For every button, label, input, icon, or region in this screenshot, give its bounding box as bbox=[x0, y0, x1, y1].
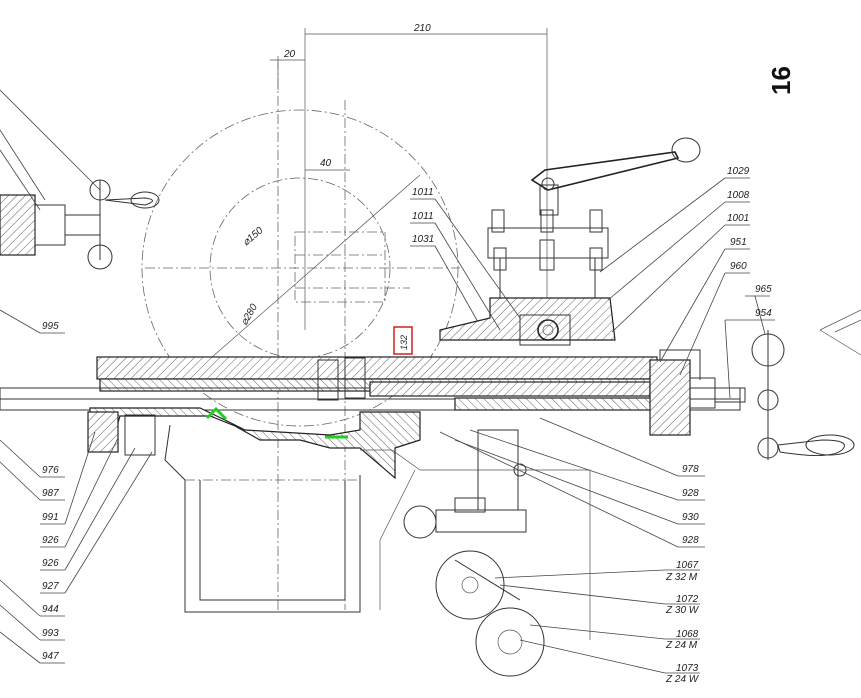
callout-1068-spec: Z 24 M bbox=[665, 640, 698, 651]
callout-960: 960 bbox=[730, 261, 747, 272]
dimension-210-label: 210 bbox=[413, 23, 431, 34]
callout-954: 954 bbox=[755, 308, 772, 319]
callout-928-b: 928 bbox=[682, 535, 699, 546]
callout-1011-b: 1011 bbox=[412, 211, 434, 222]
callout-976: 976 bbox=[42, 465, 59, 476]
highlight-box bbox=[393, 326, 413, 355]
callout-1001: 1001 bbox=[727, 213, 749, 224]
diameter-280-label: ⌀280 bbox=[239, 302, 260, 328]
callout-930: 930 bbox=[682, 512, 699, 523]
highlight-chevron bbox=[205, 406, 228, 421]
callout-1031: 1031 bbox=[412, 234, 434, 245]
dimension-40-label: 40 bbox=[320, 158, 332, 169]
left-handwheel bbox=[0, 179, 160, 270]
callout-978: 978 bbox=[682, 464, 699, 475]
apron-gears bbox=[403, 429, 545, 677]
tool-post bbox=[439, 137, 701, 346]
callout-1073: 1073 bbox=[676, 663, 699, 674]
callout-944: 944 bbox=[42, 604, 59, 615]
callout-1067-spec: Z 32 M bbox=[665, 572, 698, 583]
callout-926-b: 926 bbox=[42, 558, 59, 569]
callout-927: 927 bbox=[42, 581, 59, 592]
diameter-150-label: ⌀150 bbox=[241, 225, 266, 248]
callout-965: 965 bbox=[755, 284, 772, 295]
callout-991: 991 bbox=[42, 512, 59, 523]
callout-1008: 1008 bbox=[727, 190, 750, 201]
callout-1072-spec: Z 30 W bbox=[665, 605, 700, 616]
dimension-20-label: 20 bbox=[283, 49, 296, 60]
callout-1068: 1068 bbox=[676, 629, 699, 640]
callout-947: 947 bbox=[42, 651, 59, 662]
callouts-left: 995 976 987 991 926 926 927 944 993 947 bbox=[0, 89, 153, 664]
dimension-210: 210 bbox=[304, 23, 548, 330]
dimension-40: 40 bbox=[305, 158, 350, 171]
callout-987: 987 bbox=[42, 488, 59, 499]
page-number: 16 bbox=[766, 66, 796, 95]
carriage-base bbox=[87, 407, 591, 640]
cross-slide bbox=[0, 349, 746, 436]
dimension-132-label: 132 bbox=[399, 335, 409, 350]
dimension-20: 20 bbox=[270, 49, 305, 90]
callouts-top-right: 1029 1008 1001 951 960 965 954 bbox=[599, 166, 775, 399]
callout-1072: 1072 bbox=[676, 594, 699, 605]
swing-circle-150 bbox=[209, 177, 391, 359]
callout-993: 993 bbox=[42, 628, 59, 639]
callouts-center: 1011 1011 1031 bbox=[410, 187, 521, 331]
callout-928-a: 928 bbox=[682, 488, 699, 499]
callouts-right: 978 928 930 928 bbox=[439, 417, 705, 548]
callout-926-a: 926 bbox=[42, 535, 59, 546]
callout-951: 951 bbox=[730, 237, 747, 248]
callouts-gears: 1067 Z 32 M 1072 Z 30 W 1068 Z 24 M 1073… bbox=[494, 560, 700, 685]
callout-1067: 1067 bbox=[676, 560, 699, 571]
callout-995: 995 bbox=[42, 321, 59, 332]
right-handwheel bbox=[751, 309, 861, 460]
callout-1073-spec: Z 24 W bbox=[665, 674, 700, 685]
callout-1029: 1029 bbox=[727, 166, 750, 177]
callout-1011-a: 1011 bbox=[412, 187, 434, 198]
